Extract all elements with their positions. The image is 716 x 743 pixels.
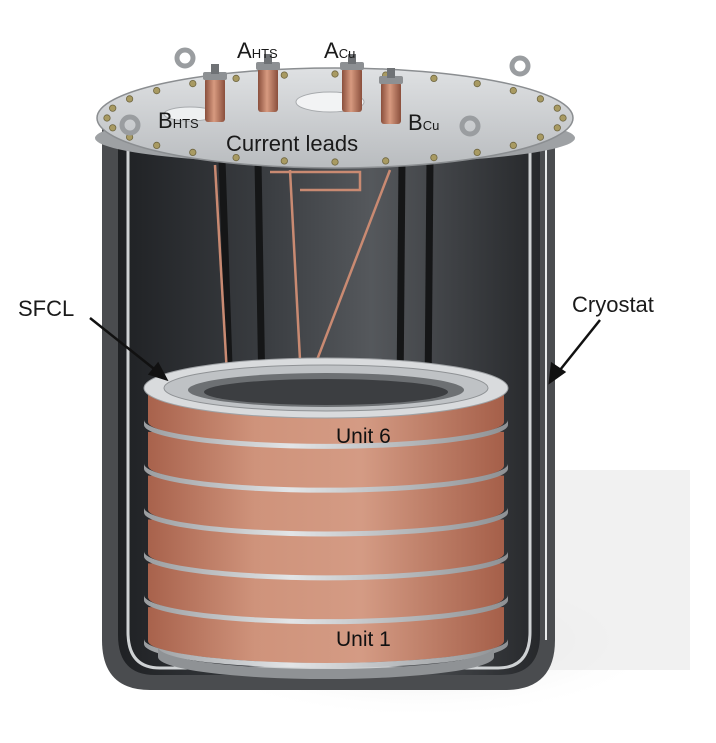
label-a-hts-sub: HTS — [251, 46, 278, 61]
coil-unit-1 — [144, 607, 508, 668]
coil-top-plate — [143, 357, 509, 419]
current-lead-terminals — [203, 54, 403, 124]
coil-unit-2 — [144, 563, 508, 625]
label-cryostat: Cryostat — [572, 292, 654, 317]
lead-b-hts — [203, 64, 227, 122]
lead-b-cu — [379, 68, 403, 124]
label-a-cu: ACu — [324, 40, 355, 62]
label-unit-6: Unit 6 — [336, 425, 391, 448]
cryostat-arrowhead — [548, 361, 567, 385]
support-rods — [218, 159, 434, 396]
lead-a-cu — [340, 54, 364, 112]
label-b-cu-sub: Cu — [422, 118, 440, 133]
cryostat-inner-wall — [126, 140, 532, 670]
label-b-hts: BHTS — [158, 110, 199, 132]
cryostat-arrow — [559, 319, 601, 371]
sfcl-coil-stack — [143, 357, 509, 679]
coil-unit-3 — [144, 519, 508, 581]
label-b-cu: BCu — [408, 112, 439, 134]
label-sfcl: SFCL — [18, 296, 75, 321]
sfcl-arrow — [89, 317, 159, 373]
callout-arrows — [89, 317, 601, 385]
coil-unit-5 — [144, 431, 508, 493]
label-a-hts-main: A — [237, 38, 252, 63]
label-b-cu-main: B — [408, 110, 423, 135]
label-unit-1: Unit 1 — [336, 628, 391, 651]
coil-unit-4 — [144, 475, 508, 537]
label-a-cu-sub: Cu — [338, 46, 356, 61]
lead-a-hts — [256, 54, 280, 112]
label-b-hts-sub: HTS — [172, 116, 199, 131]
label-b-hts-main: B — [158, 108, 173, 133]
label-a-hts: AHTS — [237, 40, 278, 62]
label-current-leads: Current leads — [226, 131, 359, 156]
sfcl-arrowhead — [147, 361, 169, 382]
lifting-eyes — [119, 47, 531, 137]
ground-shadow-block — [540, 470, 690, 670]
label-a-cu-main: A — [324, 38, 339, 63]
coil-base — [158, 647, 494, 679]
